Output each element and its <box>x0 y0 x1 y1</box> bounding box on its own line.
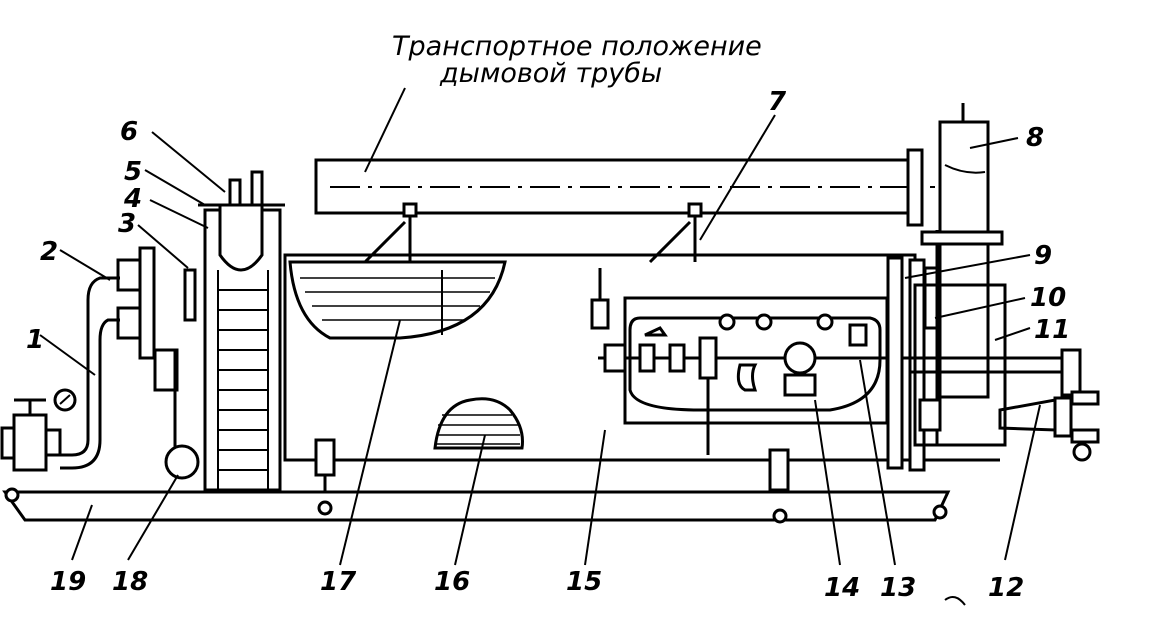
callout-3: 3 <box>118 209 136 239</box>
left-flange-assembly <box>116 246 197 450</box>
callout-11: 11 <box>1034 315 1070 345</box>
heat-exchanger-column <box>198 170 285 492</box>
callout-6: 6 <box>120 117 138 147</box>
callout-10: 10 <box>1030 283 1066 313</box>
circulation-pump <box>164 444 200 480</box>
hanging-fitting <box>590 268 610 330</box>
callout-4: 4 <box>123 184 142 214</box>
chimney-transport-position <box>314 148 935 264</box>
callout-1: 1 <box>26 325 44 355</box>
callout-7: 7 <box>768 87 787 117</box>
callout-14: 14 <box>824 573 860 603</box>
title-line-2: дымовой трубы <box>439 58 662 89</box>
callout-16: 16 <box>434 567 470 597</box>
callout-17: 17 <box>320 567 357 597</box>
callout-12: 12 <box>988 573 1024 603</box>
callout-19: 19 <box>50 567 86 597</box>
water-space <box>288 260 507 340</box>
fuel-deposit <box>433 397 524 450</box>
callout-8: 8 <box>1026 123 1044 153</box>
leader-lines <box>39 87 1041 606</box>
outlet-pipes <box>910 348 1100 462</box>
feed-pipe <box>60 276 120 470</box>
callout-18: 18 <box>112 567 148 597</box>
skid-frame <box>2 487 951 524</box>
callout-15: 15 <box>566 567 602 597</box>
callout-13: 13 <box>880 573 916 603</box>
title-line-1: Транспортное положение <box>392 31 762 62</box>
inlet-valve <box>0 388 77 472</box>
chimney-upright <box>920 103 1004 399</box>
callout-5: 5 <box>124 157 142 187</box>
callout-2: 2 <box>40 237 58 267</box>
callout-9: 9 <box>1034 241 1052 271</box>
